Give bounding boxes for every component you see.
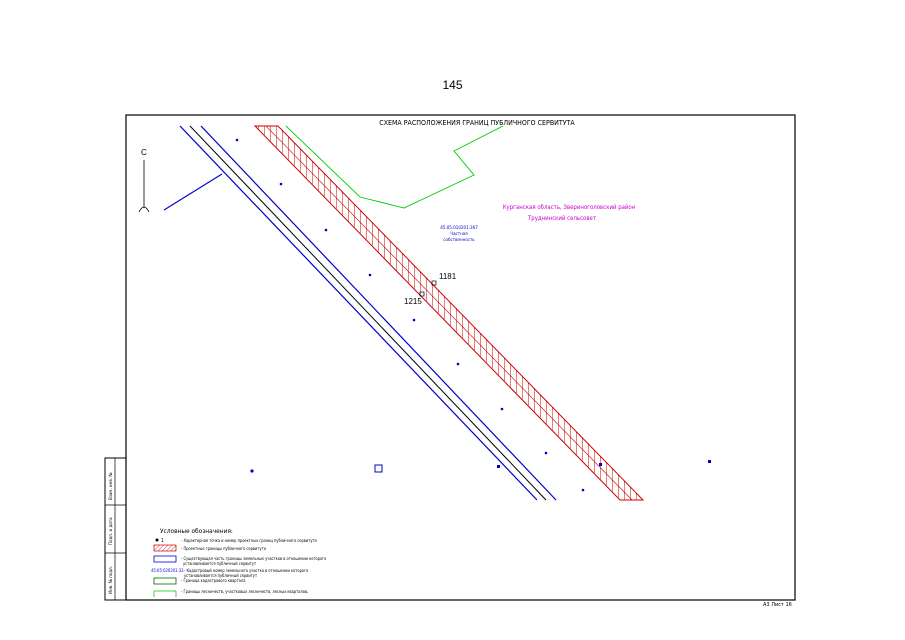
marker-small-square [599,463,602,466]
marker-small-square [497,465,500,468]
parcel-ownership-line2: собственность [443,236,475,243]
legend-symbol-point: 1 [161,538,164,544]
boundary-points [235,138,585,492]
legend-item-cadastral-2: устанавливается публичный сервитут [184,573,257,578]
road-line-black [189,125,547,501]
title-stamp: Взам. инв. № Подп. и дата Инв. № подл. [104,457,127,601]
marker-square [374,464,383,473]
marker-dot [250,469,254,473]
point-marker-1181 [431,280,437,286]
parcel-number: 45:05:010201:367 [440,225,478,231]
region-label-line2: Труднинский сельсовет [527,215,596,222]
north-arrow-letter: С [141,148,147,157]
legend-item-cadastral-1: - Кадастровый номер земельного участка в… [184,568,308,573]
page-number: 145 [442,78,463,92]
map-title: СХЕМА РАСПОЛОЖЕНИЯ ГРАНИЦ ПУБЛИЧНОГО СЕР… [379,119,575,127]
road-line-blue-right [200,125,557,501]
region-label-line1: Курганская область, Звериноголовский рай… [503,204,636,211]
legend-item-easement: - Проектные границы публичного сервитута [181,546,266,551]
legend-item-point: - Характерная точка и номер проектных гр… [181,538,317,543]
legend-item-parcel-boundary-1: - Существующая часть границы земельных у… [181,556,326,561]
stamp-cell-sign-date: Подп. и дата [108,517,114,545]
parcel-ownership-line1: Частная [450,231,468,237]
legend: Условные обозначения: 1 - Характерная то… [151,527,326,597]
forest-boundary [285,125,504,209]
road-line-blue-left [179,125,538,501]
legend-item-forestry: - Границы лесничеств, участковых лесниче… [181,589,308,594]
point-label-1181: 1181 [439,272,457,281]
stamp-cell-replace-inv: Взам. инв. № [108,473,114,500]
point-label-1215: 1215 [404,297,422,306]
marker-small-square [708,460,711,463]
sheet-label: А3 Лист 16 [763,602,792,608]
map-frame [125,114,796,601]
easement-centerline [265,125,633,501]
parcel-boundary-branch [163,173,223,211]
point-marker-1215 [419,291,425,297]
legend-title: Условные обозначения: [160,527,233,535]
legend-symbol-cadastral: 45:05:020201:33 [151,568,184,573]
north-arrow-icon: С [138,148,150,213]
legend-item-parcel-boundary-2: устанавливается публичный сервитут [183,561,256,566]
legend-item-quarter: - Граница кадастрового квартала [181,578,245,583]
stamp-cell-orig-inv: Инв. № подл. [108,566,114,594]
